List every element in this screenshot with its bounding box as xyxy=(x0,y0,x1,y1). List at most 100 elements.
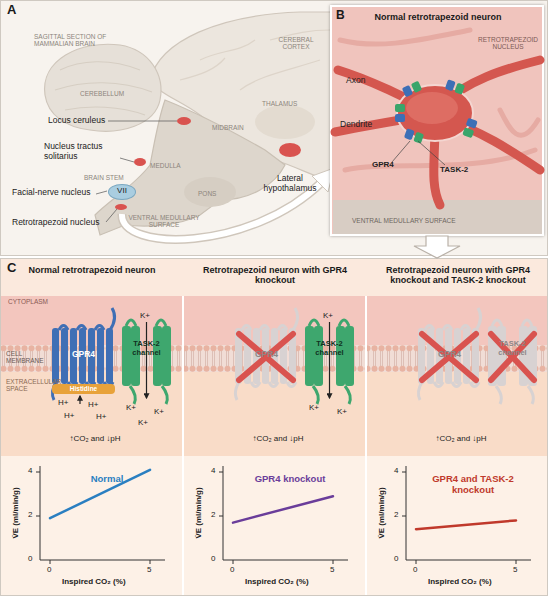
ion-label: K+ xyxy=(126,403,136,412)
structure-label: Retrotrapezoid nucleus xyxy=(12,218,99,228)
condition-label: ↑CO₂ and ↓pH xyxy=(396,434,526,443)
node-title: Retrotrapezoid neuron with GPR4 knockout… xyxy=(375,265,541,286)
protein-label: GPR4 xyxy=(235,350,298,360)
nucleus-marker xyxy=(177,117,191,125)
axis-title: Inspired CO₂ (%) xyxy=(245,577,309,586)
brain-outline xyxy=(45,44,161,131)
region-label: VENTRAL MEDULLARY SURFACE xyxy=(128,214,200,229)
ion-label: K+ xyxy=(138,418,148,427)
axis-tick: 5 xyxy=(147,565,151,574)
region-label: MEDULLA xyxy=(150,162,181,169)
condition-label: ↑CO₂ and ↓pH xyxy=(30,434,160,443)
brain-outline xyxy=(55,62,152,115)
axis-tick: 0 xyxy=(211,554,215,563)
protein-column xyxy=(235,308,298,400)
structure-label: Locus ceruleus xyxy=(48,116,105,126)
column-divider xyxy=(183,296,366,595)
axis-tick: 0 xyxy=(47,565,51,574)
brain-outline xyxy=(180,30,330,90)
axis-tick: 0 xyxy=(413,565,417,574)
compartment-label: CYTOPLASM xyxy=(8,298,48,305)
axis-title: Inspired CO₂ (%) xyxy=(428,577,492,586)
ion-label: H+ xyxy=(58,398,68,407)
protein-label: TASK-2 channel xyxy=(120,340,173,357)
axis-tick: 4 xyxy=(28,466,32,475)
ion-label: H+ xyxy=(64,411,74,420)
ion-label: K+ xyxy=(309,403,319,412)
protein-label: GPR4 xyxy=(372,160,394,169)
compartment-label: CELL MEMBRANE xyxy=(6,350,46,365)
ion-label: H+ xyxy=(88,400,98,409)
axis-title: Inspired CO₂ (%) xyxy=(62,577,126,586)
ion-label: K+ xyxy=(140,311,150,320)
protein-label: GPR4 xyxy=(52,350,115,360)
protein-label: TASK-2 xyxy=(440,165,468,174)
protein-column xyxy=(122,320,171,404)
protein-label: TASK-2 channel xyxy=(486,340,539,357)
leader-line xyxy=(106,209,117,222)
axis-tick: 5 xyxy=(513,565,517,574)
residue-label: Histidine xyxy=(52,385,115,392)
ion-label: K+ xyxy=(323,311,333,320)
proton-arrow xyxy=(79,396,80,404)
receptor-pair xyxy=(462,118,478,138)
region-label: PONS xyxy=(198,190,216,197)
axis-tick: 2 xyxy=(28,510,32,519)
node-title: VII xyxy=(109,186,135,195)
region-label: RETROTRAPEZOID NUCLEUS xyxy=(478,36,538,51)
ion-label: H+ xyxy=(96,412,106,421)
chart-axes xyxy=(36,466,165,564)
region-label: MIDBRAIN xyxy=(212,124,244,131)
protein-label: GPR4 xyxy=(418,350,481,360)
series-label: GPR4 knockout xyxy=(245,474,335,485)
axis-tick: 2 xyxy=(394,510,398,519)
protein-column xyxy=(305,320,354,404)
series-label: GPR4 and TASK-2 knockout xyxy=(428,474,518,496)
axis-title: V̇E (ml/min/g) xyxy=(194,487,203,538)
node-title: Retrotrapezoid neuron with GPR4 knockout xyxy=(192,265,358,286)
axis-tick: 4 xyxy=(211,466,215,475)
condition-label: ↑CO₂ and ↓pH xyxy=(213,434,343,443)
data-line xyxy=(233,496,333,522)
brain-outline xyxy=(184,177,236,207)
cell-body xyxy=(406,92,458,124)
ion-label: K+ xyxy=(154,407,164,416)
histidine-band xyxy=(52,384,115,394)
axis-title: V̇E (ml/min/g) xyxy=(11,487,20,538)
axis-tick: 2 xyxy=(211,510,215,519)
ion-label: K+ xyxy=(337,407,347,416)
axis-title: V̇E (ml/min/g) xyxy=(377,487,386,538)
extracellular-band xyxy=(1,372,547,456)
ion-flow-arrow xyxy=(329,322,330,398)
leader-line xyxy=(108,121,177,122)
region-label: THALAMUS xyxy=(262,100,297,107)
axis-tick: 4 xyxy=(394,466,398,475)
column-divider xyxy=(182,296,184,595)
structure-label: Axon xyxy=(346,76,365,86)
chart-axes xyxy=(36,466,531,564)
structure-label: Dendrite xyxy=(340,120,372,130)
protein-column xyxy=(418,308,481,400)
panel-letter: C xyxy=(7,261,16,276)
panel-letter: B xyxy=(336,9,345,23)
structure-label: Facial-nerve nucleus xyxy=(12,188,90,198)
protein-label: TASK-2 channel xyxy=(303,340,356,357)
column-divider xyxy=(365,296,367,595)
brain-outline xyxy=(255,105,315,139)
structure-label: Lateral hypothalamus xyxy=(258,174,322,194)
protein-column xyxy=(52,308,115,400)
region-label: SAGITTAL SECTION OF MAMMALIAN BRAIN xyxy=(34,33,114,48)
nucleus-marker xyxy=(279,143,301,157)
structure-label: Nucleus tractus solitarius xyxy=(44,142,122,162)
chart-axes xyxy=(402,466,531,564)
axis-tick: 0 xyxy=(28,554,32,563)
axis-tick: 0 xyxy=(230,565,234,574)
data-line xyxy=(416,520,516,529)
region-label: BRAIN STEM xyxy=(84,174,124,181)
chart-axes xyxy=(219,466,348,564)
receptor-pair xyxy=(395,104,405,122)
compartment-label: EXTRACELLULAR SPACE xyxy=(6,378,56,393)
chart-band xyxy=(1,456,547,595)
panel-letter: A xyxy=(7,3,16,18)
